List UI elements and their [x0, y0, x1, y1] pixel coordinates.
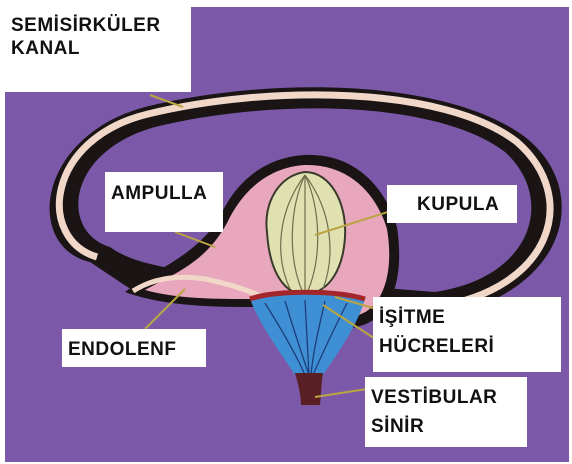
label-endolenf: ENDOLENF [62, 329, 206, 367]
label-kupula: KUPULA [387, 185, 517, 223]
cupula [266, 172, 345, 295]
label-ampulla: AMPULLA [105, 172, 223, 232]
label-isitme-hucreleri: İŞİTME HÜCRELERİ [373, 297, 561, 372]
diagram-stage: SEMİSİRKÜLER KANAL AMPULLA KUPULA İŞİTME… [5, 5, 569, 460]
label-semisirkuler-kanal: SEMİSİRKÜLER KANAL [5, 7, 191, 92]
label-vestibular-sinir: VESTİBULAR SİNİR [365, 377, 527, 447]
